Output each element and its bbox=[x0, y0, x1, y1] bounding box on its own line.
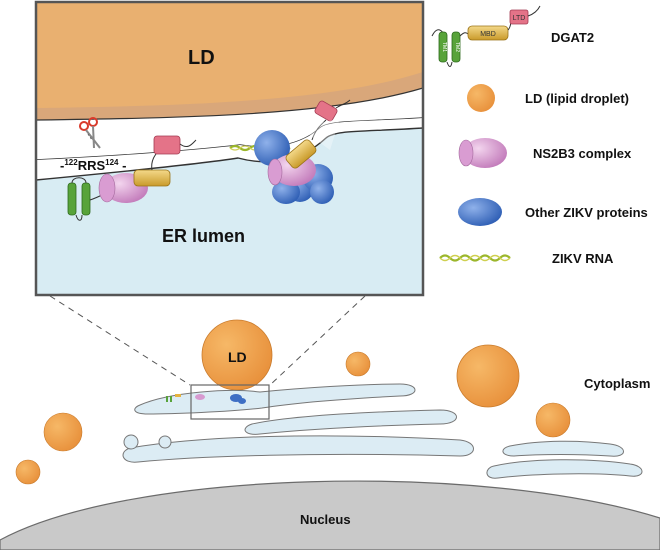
legend-label-dgat2: DGAT2 bbox=[551, 30, 594, 45]
inset-panel: LD ER lumen -122RRS124 - bbox=[34, 0, 425, 297]
zoom-line-left bbox=[49, 295, 191, 386]
zikv-protein-icon bbox=[458, 198, 502, 226]
inset-ns2b3-right bbox=[272, 154, 316, 186]
legend-label-zikv-rna: ZIKV RNA bbox=[552, 251, 614, 266]
er-cisterna bbox=[122, 435, 474, 463]
dgat2-mbd-label: MBD bbox=[480, 31, 496, 38]
cleavage-site-letters: RRS bbox=[78, 158, 106, 173]
lipid-droplet bbox=[456, 344, 520, 408]
er-lumen-label: ER lumen bbox=[162, 226, 245, 246]
er-cisterna bbox=[486, 459, 643, 479]
inset-lipid-droplet bbox=[36, 2, 423, 108]
lipid-droplet bbox=[345, 351, 371, 377]
zoom-region-box bbox=[190, 384, 270, 420]
cleavage-site-number-left: 122 bbox=[64, 158, 78, 167]
ns2b3-icon bbox=[458, 138, 507, 168]
zikv-rna-icon bbox=[439, 254, 511, 262]
dgat2-ltd-label: LTD bbox=[513, 15, 526, 22]
er-vesicle bbox=[158, 435, 172, 449]
er-cisterna bbox=[502, 440, 624, 457]
cytoplasm-label: Cytoplasm bbox=[584, 376, 650, 391]
cleavage-site-label: -122RRS124 - bbox=[60, 158, 126, 173]
legend: TM1 TM2 MBD LTD DGAT2 LD (lipid droplet)… bbox=[431, 5, 648, 266]
inset-ld-label: LD bbox=[188, 47, 215, 69]
nucleus-label: Nucleus bbox=[300, 512, 351, 527]
inset-er-membrane bbox=[36, 118, 423, 180]
er-cisterna bbox=[244, 409, 457, 435]
er-dgat2-markers bbox=[166, 394, 246, 404]
dgat2-icon: TM1 TM2 MBD LTD bbox=[431, 5, 541, 67]
dgat2-tm1-label: TM1 bbox=[441, 42, 447, 52]
cell-overview: LD Cytoplasm Nucleus bbox=[0, 319, 660, 550]
inset-replication-complex bbox=[254, 99, 351, 204]
scissors-icon bbox=[79, 117, 101, 149]
legend-label-ld: LD (lipid droplet) bbox=[525, 91, 629, 106]
nucleus bbox=[0, 480, 660, 550]
lipid-droplet bbox=[43, 412, 83, 452]
cleavage-site-number-right: 124 bbox=[105, 158, 119, 167]
legend-label-ns2b3: NS2B3 complex bbox=[533, 146, 632, 161]
legend-label-zikv-proteins: Other ZIKV proteins bbox=[525, 205, 648, 220]
inset-dgat2-left bbox=[67, 135, 197, 221]
cell-ld-label: LD bbox=[228, 349, 247, 365]
lipid-droplet-icon bbox=[467, 84, 495, 112]
lipid-droplet bbox=[15, 459, 41, 485]
er-cisterna bbox=[134, 383, 416, 415]
er-vesicle bbox=[123, 434, 139, 450]
lipid-droplet bbox=[535, 402, 571, 438]
dgat2-tm2-label: TM2 bbox=[454, 42, 460, 52]
inset-cytosol-band bbox=[36, 88, 423, 160]
